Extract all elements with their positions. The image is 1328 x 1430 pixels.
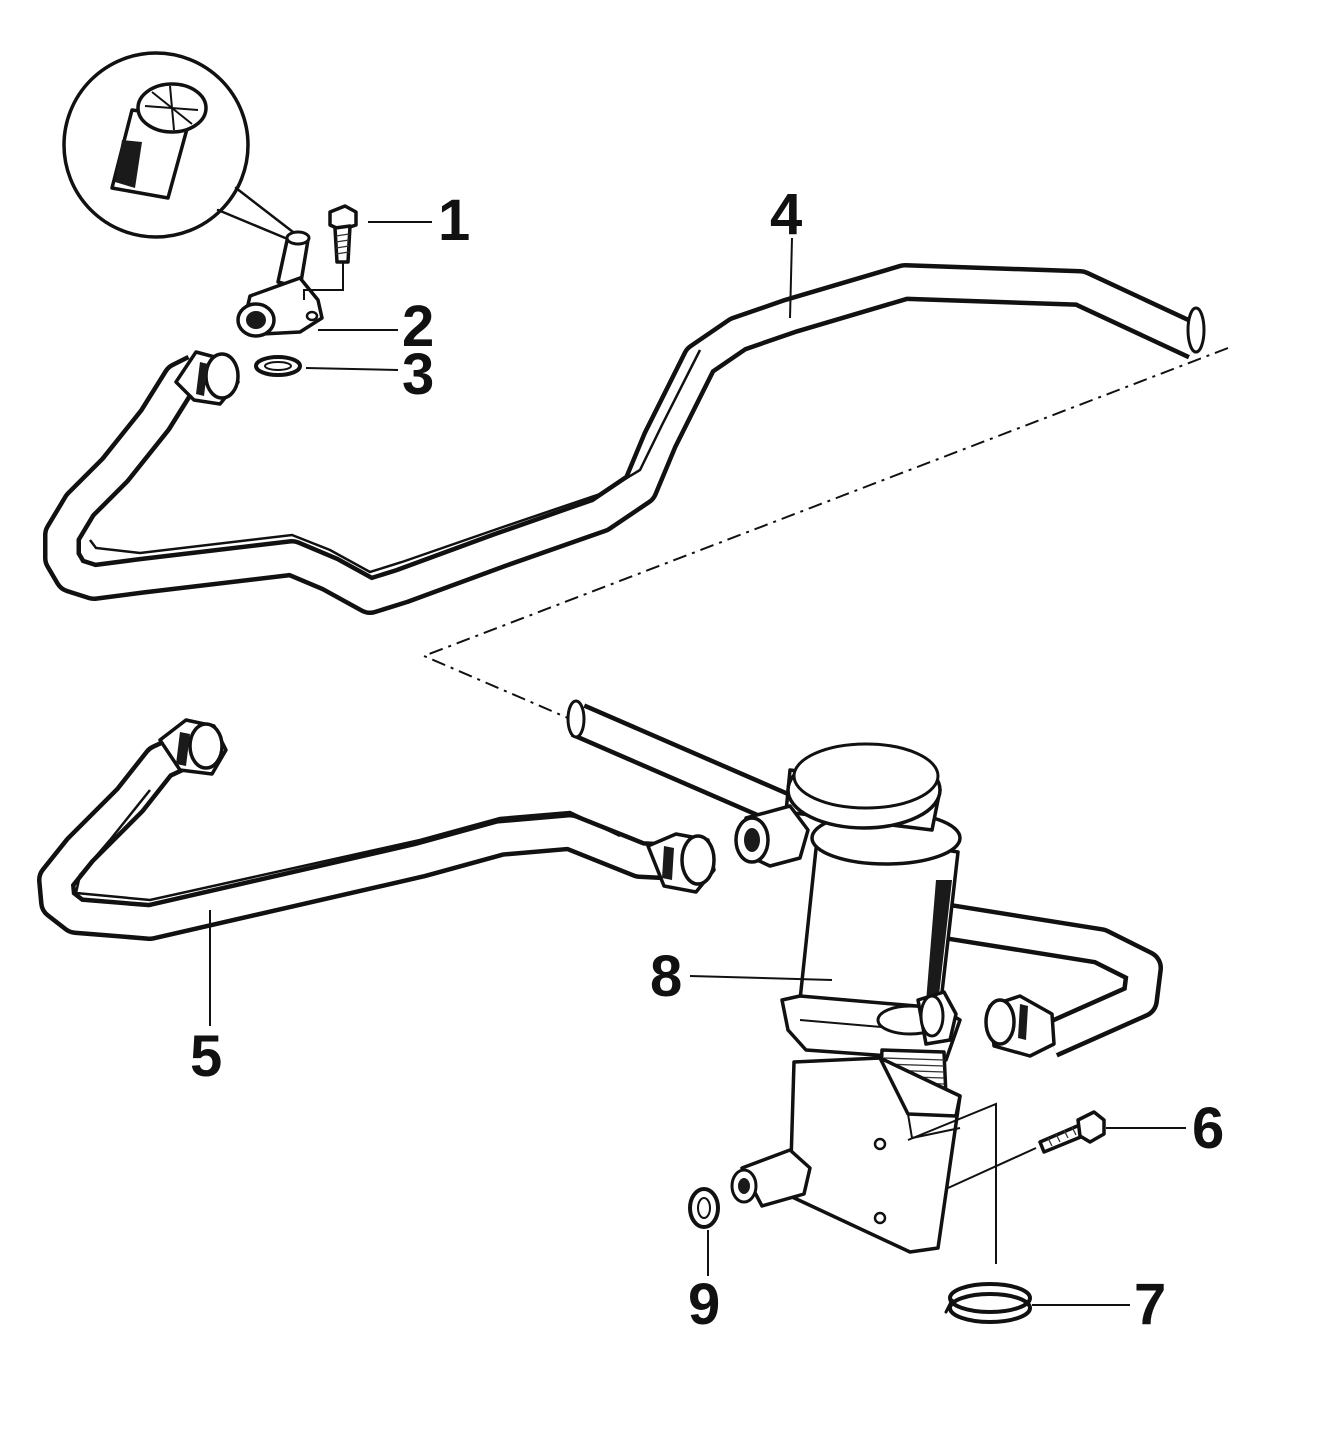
hose-5-nut-end-left xyxy=(158,718,228,776)
callout-2: 2 xyxy=(402,294,434,359)
leader-3 xyxy=(305,367,399,371)
hose-4-nut-end xyxy=(174,350,240,406)
clamp-part-7 xyxy=(944,1282,1032,1324)
elbow-fitting-part-2 xyxy=(236,230,344,338)
reservoir-side-port xyxy=(916,990,958,1046)
detail-magnifier xyxy=(62,51,295,242)
short-tube xyxy=(566,699,798,829)
callout-1: 1 xyxy=(438,188,470,253)
reservoir-inlet-port xyxy=(734,804,810,868)
filter-insert-detail xyxy=(110,82,208,200)
callout-labels: 1 2 3 4 5 6 7 8 9 xyxy=(190,182,1224,1337)
return-hose-nut xyxy=(984,994,1056,1058)
callout-9: 9 xyxy=(688,1272,720,1337)
leader-8 xyxy=(689,975,833,981)
washer-part-9 xyxy=(688,1187,720,1229)
callout-3: 3 xyxy=(402,342,434,407)
callout-4: 4 xyxy=(770,182,802,247)
leader-lines xyxy=(209,221,1186,1306)
bolt-part-1 xyxy=(328,204,358,264)
callout-8: 8 xyxy=(650,944,682,1009)
leader-4 xyxy=(789,237,793,319)
hose-5-nut-end-right xyxy=(646,832,716,894)
bracket-outlet-port xyxy=(730,1148,812,1208)
callout-6: 6 xyxy=(1192,1096,1224,1161)
callout-7: 7 xyxy=(1134,1272,1166,1337)
hose-part-5 xyxy=(37,718,716,941)
hose-part-4 xyxy=(43,263,1206,615)
reservoir-part-8 xyxy=(734,742,962,1098)
screw-part-6 xyxy=(1038,1110,1106,1154)
lower-bracket xyxy=(730,1056,962,1254)
connection-dashed-line xyxy=(421,347,1229,806)
return-hose xyxy=(946,903,1163,1058)
leader-6-bracket xyxy=(907,1102,1037,1264)
o-ring-part-3 xyxy=(254,355,302,377)
callout-5: 5 xyxy=(190,1024,222,1089)
